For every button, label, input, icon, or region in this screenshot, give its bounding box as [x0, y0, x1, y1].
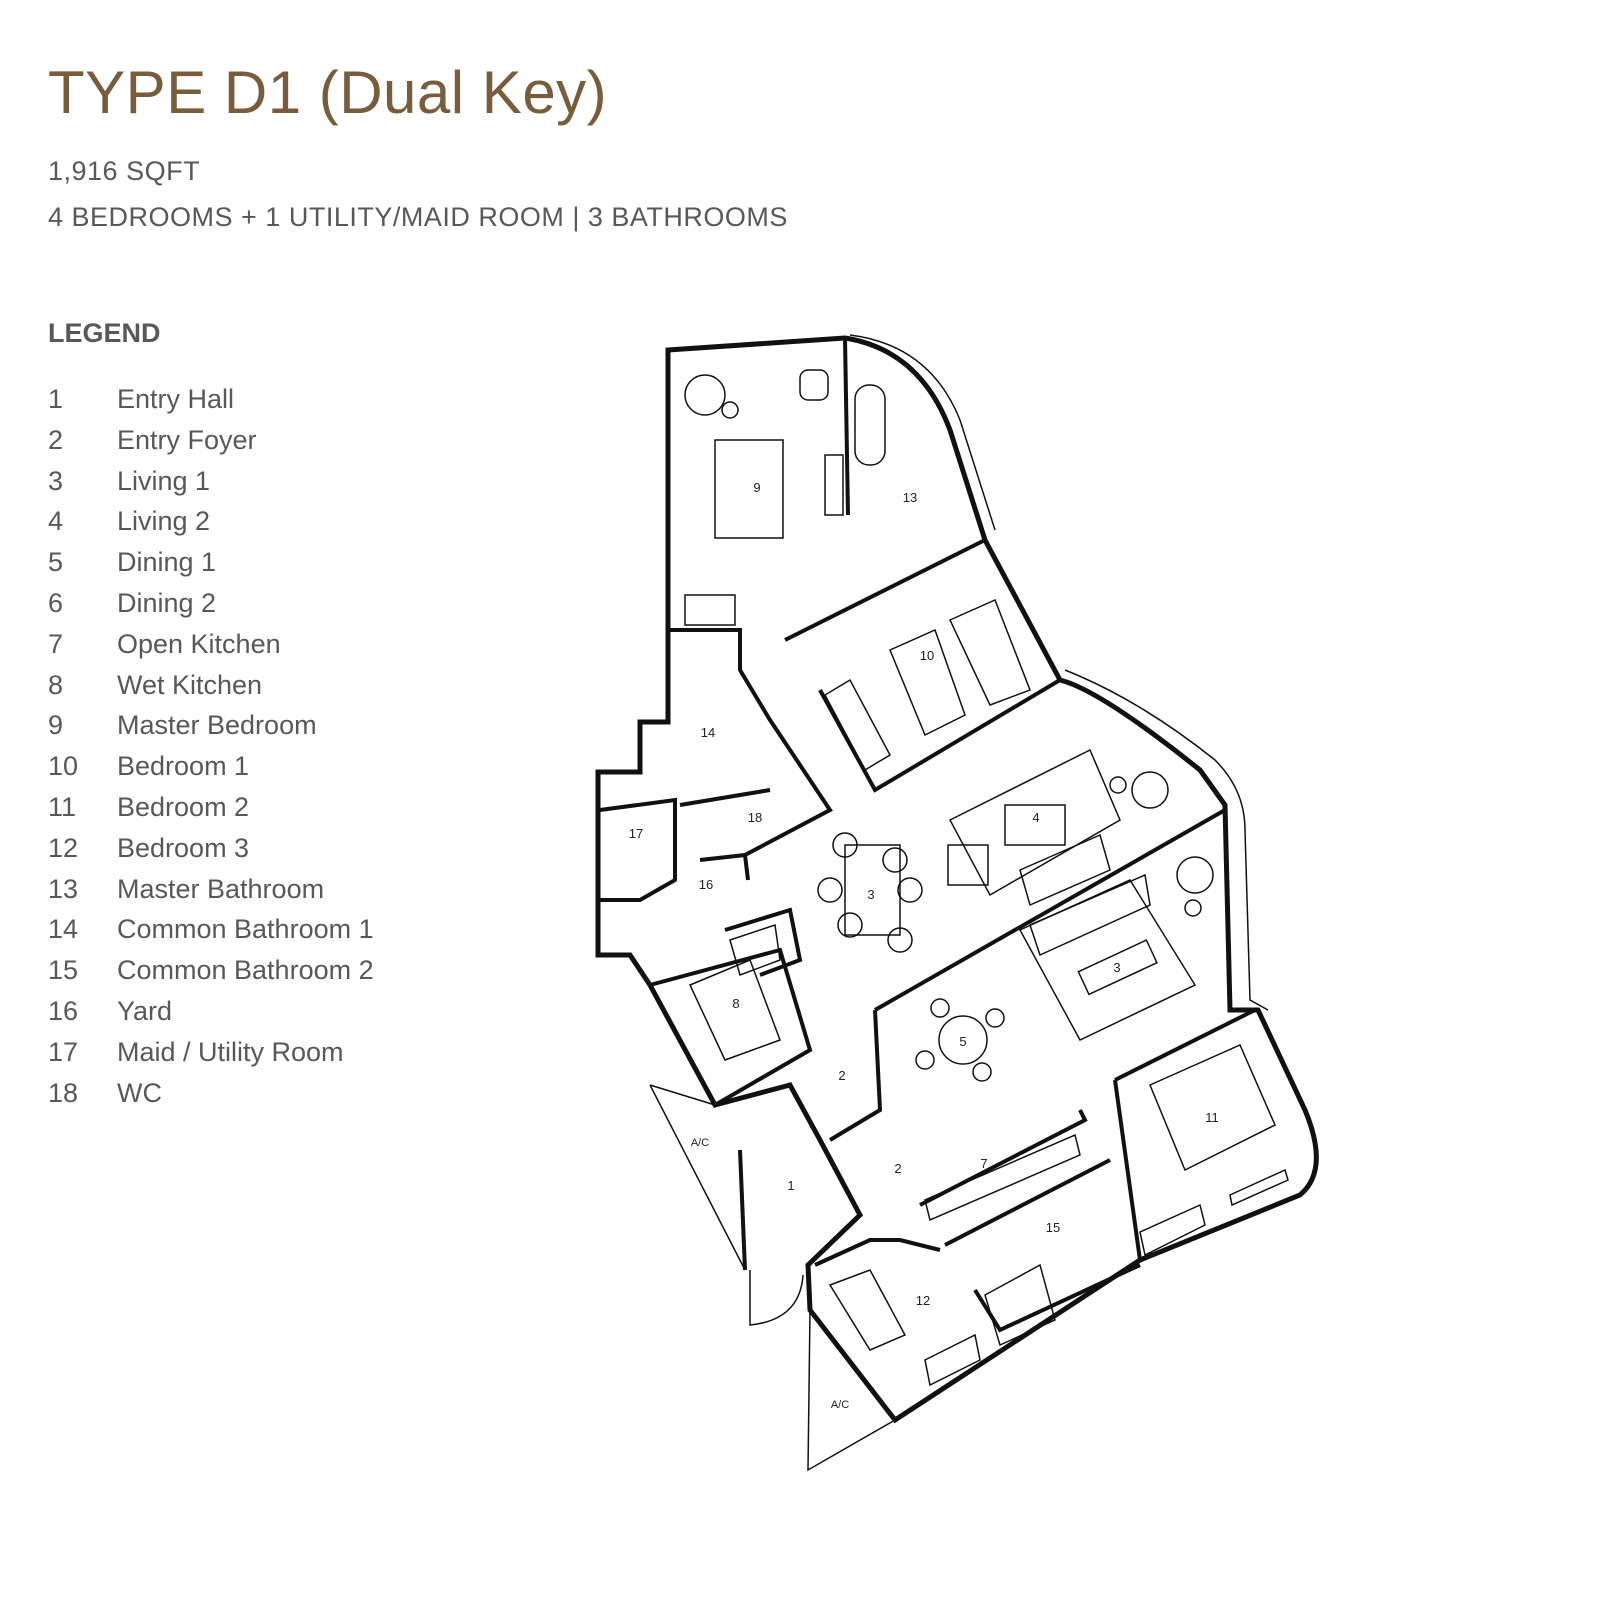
- room-labels: 9 13 10 14 18 17 16 4 3 3 5 8 2 2 7 1 15…: [629, 480, 1219, 1411]
- legend-number: 16: [48, 995, 79, 1026]
- room-label-13: 13: [903, 490, 917, 505]
- legend-label: Common Bathroom 1: [117, 914, 374, 945]
- living-2-rug: [948, 748, 1121, 897]
- room-label-14: 14: [701, 725, 715, 740]
- legend-label: Maid / Utility Room: [117, 1036, 344, 1067]
- living-1-rug: [1018, 879, 1197, 1041]
- legend-label: Common Bathroom 2: [117, 955, 374, 986]
- legend-label: WC: [117, 1077, 162, 1108]
- armchair: [947, 844, 989, 886]
- legend-label: Master Bedroom: [117, 710, 317, 741]
- room-label-4: 4: [1032, 810, 1039, 825]
- room-label-3: 3: [1113, 960, 1120, 975]
- kitchen-counter: [924, 1133, 1081, 1222]
- outer-glazing: [849, 334, 1269, 1011]
- legend-number: 15: [48, 955, 79, 986]
- ac-label-2: A/C: [831, 1399, 849, 1411]
- bed-10b: [948, 598, 1031, 706]
- room-label-18: 18: [748, 810, 762, 825]
- room-label-5: 5: [959, 1034, 966, 1049]
- legend-label: Open Kitchen: [117, 628, 281, 659]
- room-label-9: 9: [753, 480, 760, 495]
- room-label-3-dining: 3: [867, 887, 874, 902]
- legend-number: 1: [48, 384, 64, 414]
- bathtub: [854, 384, 886, 466]
- master-bed: [714, 439, 784, 539]
- legend-label: Yard: [117, 995, 173, 1026]
- legend-number: 13: [48, 873, 79, 904]
- room-label-16: 16: [699, 877, 713, 892]
- legend-number: 6: [48, 587, 64, 618]
- legend-number: 8: [48, 669, 64, 700]
- legend-label: Dining 2: [117, 587, 217, 618]
- legend-number: 17: [48, 1036, 79, 1067]
- wardrobe: [824, 678, 891, 772]
- room-label-10: 10: [920, 648, 934, 663]
- bed-11: [1149, 1044, 1276, 1172]
- legend-label: Dining 1: [117, 547, 217, 578]
- room-label-2b: 2: [894, 1161, 901, 1176]
- sofa: [1019, 833, 1111, 907]
- legend-label: Entry Hall: [117, 384, 235, 414]
- legend-number: 10: [48, 751, 79, 782]
- bed-12: [828, 1269, 907, 1351]
- legend-label: Bedroom 1: [117, 751, 250, 782]
- room-label-11: 11: [1205, 1110, 1219, 1125]
- unit-area: 1,916 SQFT: [48, 156, 201, 186]
- sofa-2: [1029, 873, 1151, 957]
- legend-label: Master Bathroom: [117, 873, 325, 904]
- room-label-17: 17: [629, 826, 643, 841]
- legend-heading: LEGEND: [48, 318, 161, 348]
- room-label-8: 8: [732, 996, 739, 1011]
- legend-label: Living 2: [117, 506, 211, 537]
- legend-label: Living 1: [117, 465, 211, 496]
- shower: [984, 1263, 1056, 1347]
- legend-number: 7: [48, 628, 64, 659]
- wet-kitchen-counter: [688, 959, 781, 1061]
- room-label-1: 1: [787, 1178, 794, 1193]
- room-label-12: 12: [916, 1293, 930, 1308]
- room-label-2a: 2: [838, 1068, 845, 1083]
- legend-label: Bedroom 3: [117, 832, 250, 863]
- legend-number: 2: [48, 424, 64, 455]
- legend-label: Bedroom 2: [117, 791, 250, 822]
- coffee-table: [1004, 804, 1066, 846]
- legend-number: 4: [48, 506, 64, 537]
- wardrobe-11: [1139, 1203, 1206, 1257]
- legend-number: 9: [48, 710, 64, 741]
- legend-number: 18: [48, 1077, 79, 1108]
- legend-number: 3: [48, 465, 64, 496]
- legend-number: 14: [48, 914, 79, 945]
- ac-label-1: A/C: [691, 1137, 709, 1149]
- internal-walls: [596, 337, 1256, 1333]
- legend-number: 5: [48, 547, 64, 578]
- room-label-15: 15: [1046, 1220, 1060, 1235]
- unit-summary: 4 BEDROOMS + 1 UTILITY/MAID ROOM | 3 BAT…: [48, 202, 788, 232]
- dining-table-round: [938, 1015, 988, 1065]
- furniture: [649, 369, 1289, 1472]
- bed-10a: [889, 628, 966, 737]
- legend-number: 11: [48, 791, 77, 822]
- room-label-7: 7: [980, 1156, 987, 1171]
- page-title: TYPE D1 (Dual Key): [48, 59, 608, 126]
- legend-label: Wet Kitchen: [117, 669, 263, 700]
- legend-label: Entry Foyer: [117, 424, 257, 455]
- outer-wall: [595, 335, 1319, 1424]
- legend-number: 12: [48, 832, 79, 863]
- dining-table-6: [844, 844, 901, 936]
